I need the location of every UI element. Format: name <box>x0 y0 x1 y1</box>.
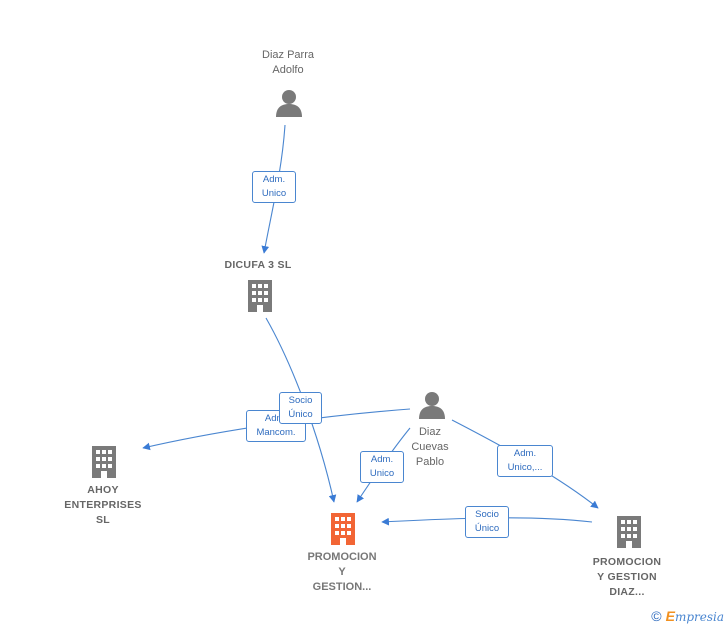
edge-label-adm-unico-multi[interactable]: Adm. Unico,... <box>497 445 553 477</box>
building-icon <box>248 280 272 312</box>
edge-label-adm-unico[interactable]: Adm. Unico <box>252 171 296 203</box>
copyright-icon: © <box>651 608 662 624</box>
node-label-diaz-cuevas[interactable]: Diaz Cuevas Pablo <box>411 426 449 468</box>
building-icon <box>92 446 116 478</box>
person-icon <box>419 392 445 419</box>
node-label-promocion-gestion[interactable]: PROMOCION Y GESTION... <box>307 551 377 593</box>
node-label-ahoy[interactable]: AHOY ENTERPRISES SL <box>64 484 142 526</box>
node-label-promocion-diaz[interactable]: PROMOCION Y GESTION DIAZ... <box>592 556 662 598</box>
edge-label-socio-unico-2[interactable]: Socio Único <box>465 506 509 538</box>
edge-label-socio-unico[interactable]: Socio Único <box>279 392 322 424</box>
brand-logo: Empresia <box>665 608 724 624</box>
node-label-dicufa[interactable]: DICUFA 3 SL <box>224 259 292 271</box>
building-icon-focus <box>331 513 355 545</box>
person-icon <box>276 90 302 117</box>
building-icon <box>617 516 641 548</box>
edge-label-adm-unico-2[interactable]: Adm. Unico <box>360 451 404 483</box>
node-label-diaz-parra[interactable]: Diaz Parra Adolfo <box>262 49 314 76</box>
brand-footer: © Empresia <box>651 608 724 624</box>
